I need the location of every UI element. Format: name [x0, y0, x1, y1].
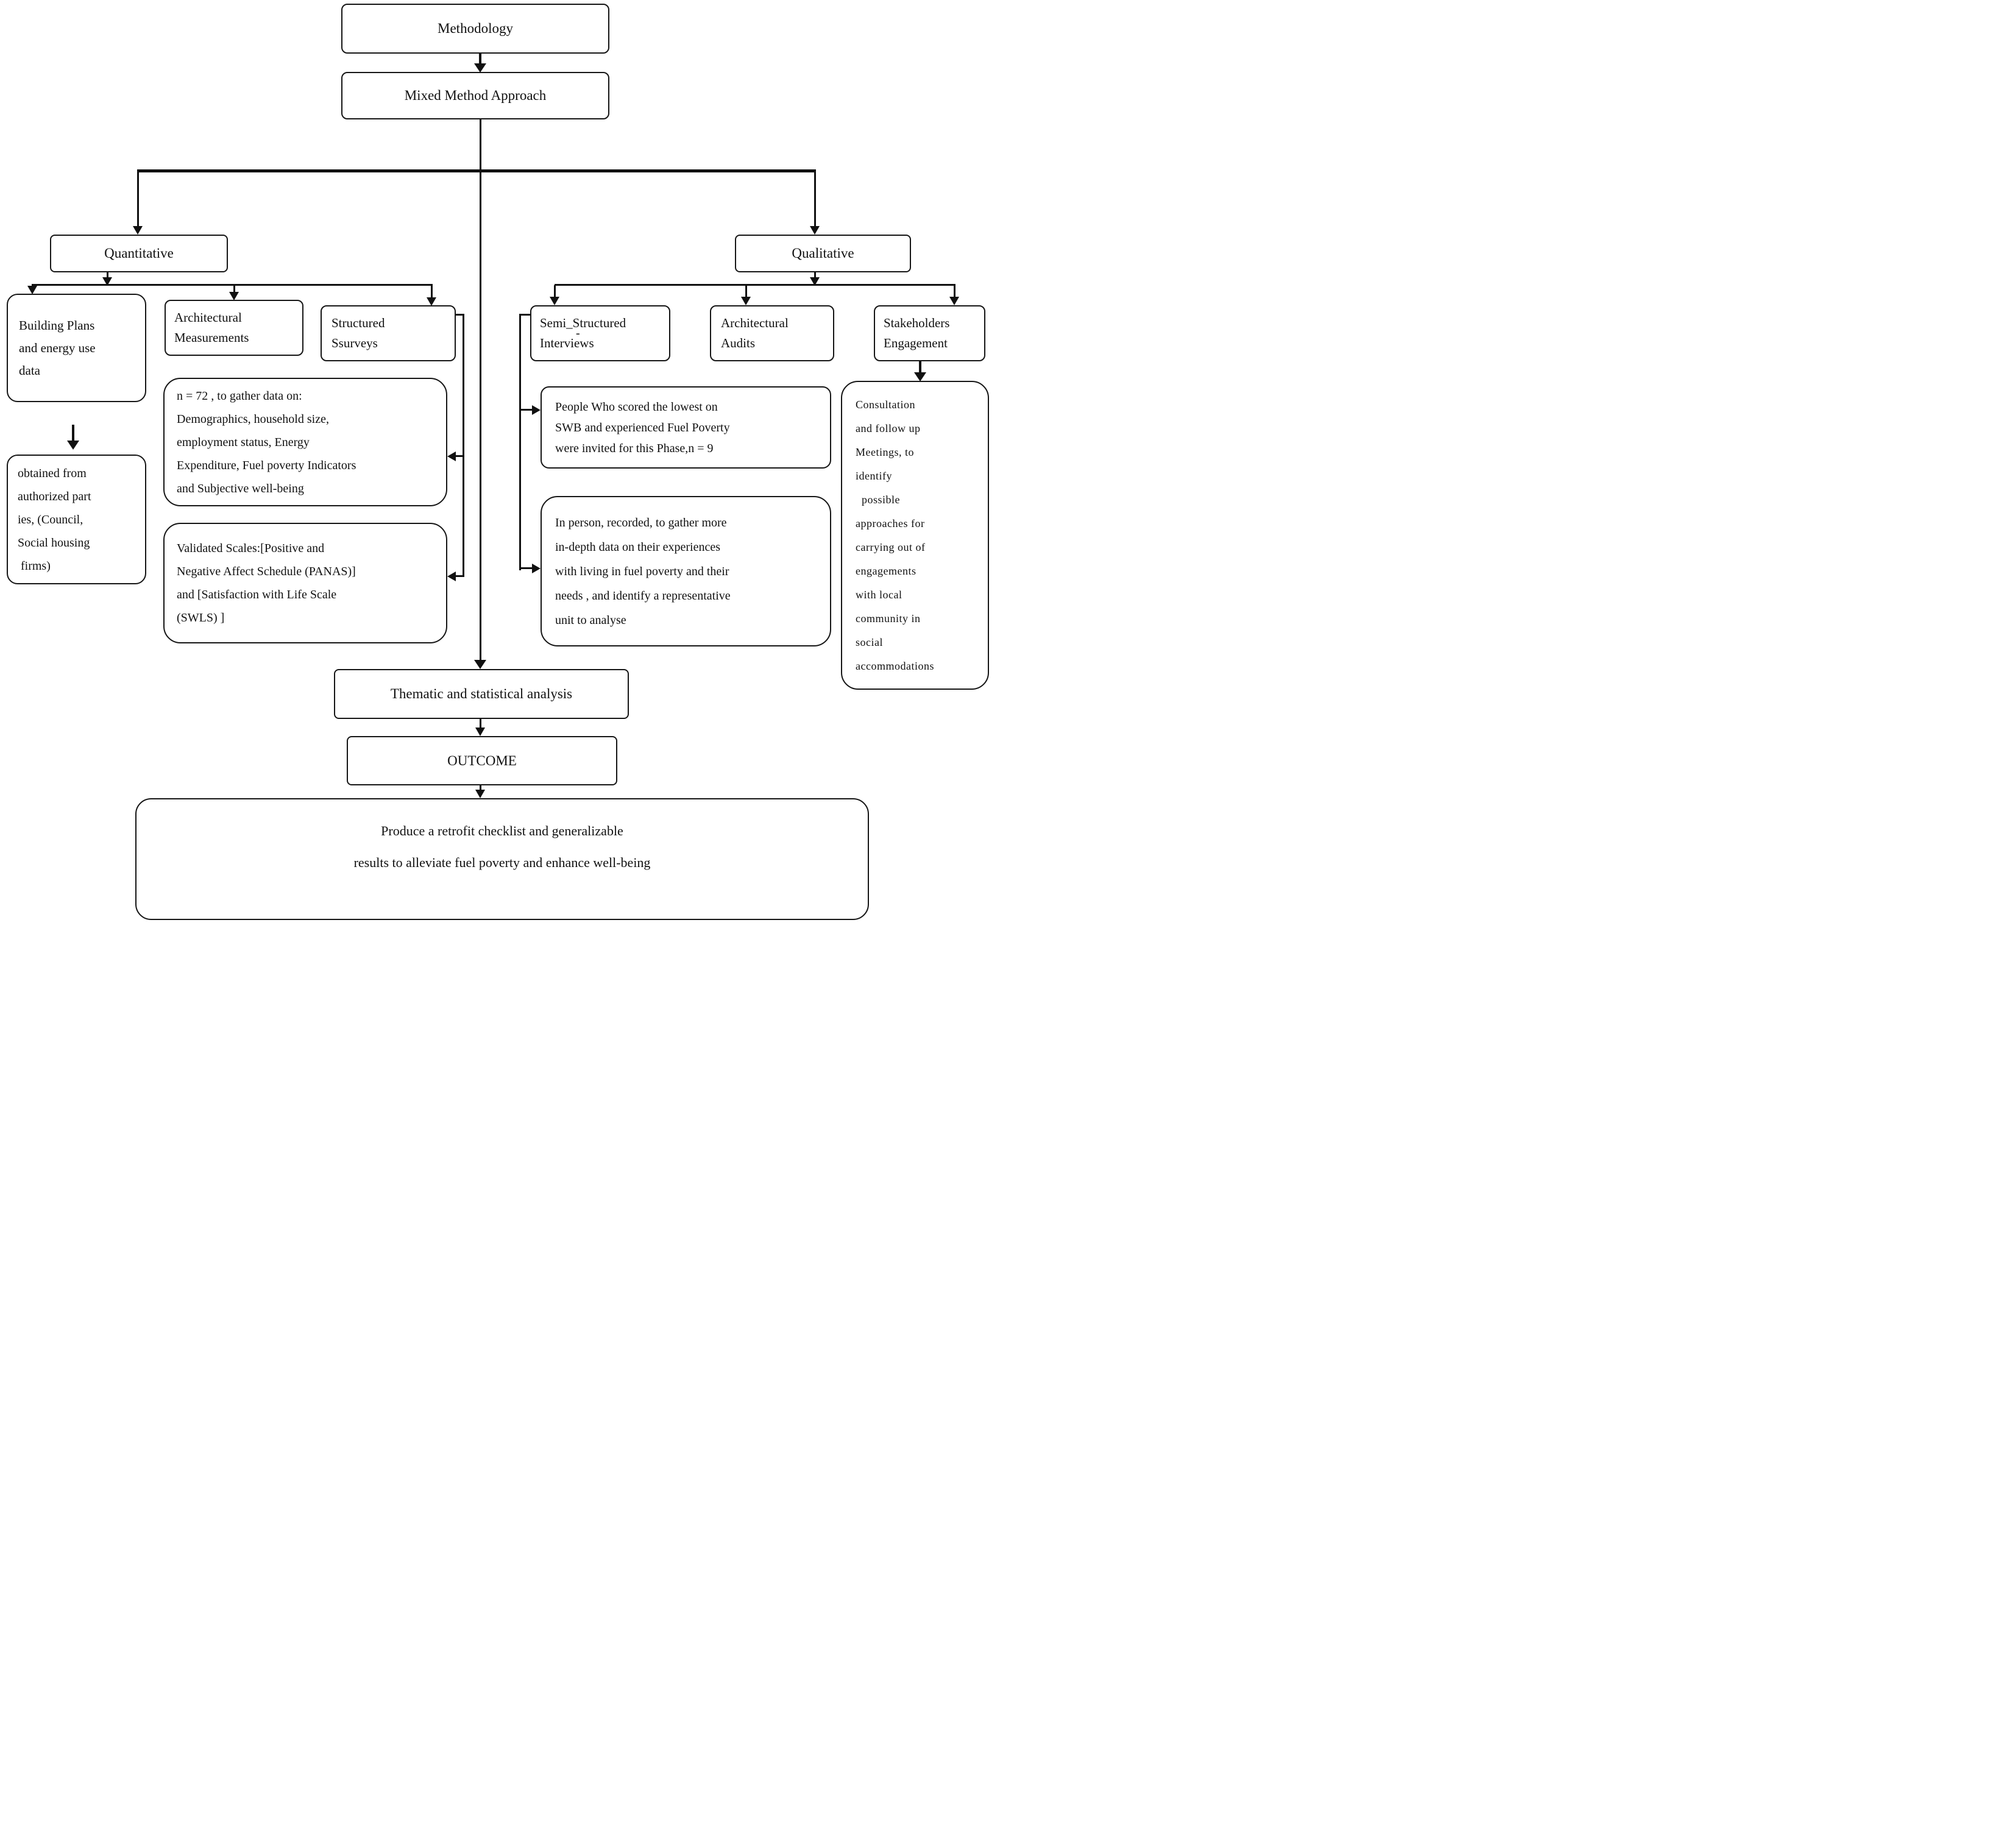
node-building-plans-label: Building Plans and energy use data [19, 317, 96, 378]
connector-surveys-bracket-top-line [456, 314, 464, 316]
node-semi-structured-interviews: Semi_Structured Interviews [530, 305, 670, 361]
node-semi-structured-interviews-label: Semi_Structured Interviews [540, 316, 626, 350]
node-survey-sample-label: n = 72 , to gather data on: Demographics… [177, 389, 356, 495]
connector-methodology-mixed-line [479, 54, 481, 66]
connector-semi-structured-drop-line [554, 285, 556, 297]
connector-surveys-n72-arrowhead-icon [447, 451, 456, 461]
node-mixed-method-approach: Mixed Method Approach [341, 72, 609, 119]
node-thematic-analysis-label: Thematic and statistical analysis [390, 686, 573, 701]
semi-structured-dash: - [576, 327, 580, 340]
methodology-flowchart: Methodology Mixed Method Approach Quanti… [0, 0, 994, 924]
connector-qualitative-down-arrowhead-icon [810, 277, 820, 286]
connector-semi-people-line [519, 409, 533, 411]
connector-branch-left-drop-line [137, 169, 139, 227]
connector-branch-horizontal-line [137, 169, 816, 172]
connector-building-obtained-arrowhead-icon [67, 441, 79, 450]
node-stakeholders-engagement: Stakeholders Engagement [874, 305, 985, 361]
node-architectural-audits-label: Architectural Audits [721, 316, 789, 350]
connector-thematic-outcome-arrowhead-icon [475, 728, 485, 736]
connector-outcome-final-arrowhead-icon [475, 790, 485, 798]
connector-thematic-outcome-line [480, 719, 481, 729]
connector-surveys-validated-line [456, 575, 464, 577]
node-architectural-measurements-label: Architectural Measurements [174, 310, 249, 345]
connector-arch-measurements-arrowhead-icon [229, 292, 239, 300]
node-final-outcome-label: Produce a retrofit checklist and general… [353, 823, 651, 870]
connector-stakeholders-consultation-arrowhead-icon [914, 372, 926, 381]
node-in-person-interviews: In person, recorded, to gather more in-d… [541, 496, 831, 646]
connector-qualitative-children-line [555, 284, 956, 286]
connector-semi-inperson-arrowhead-icon [532, 564, 541, 573]
node-obtained-from: obtained from authorized part ies, (Coun… [7, 455, 146, 584]
node-validated-scales-label: Validated Scales:[Positive and Negative … [177, 542, 356, 625]
node-structured-surveys: Structured Ssurveys [321, 305, 456, 361]
node-in-person-interviews-label: In person, recorded, to gather more in-d… [555, 515, 731, 627]
node-mixed-method-label: Mixed Method Approach [404, 88, 547, 103]
connector-surveys-bracket-vertical-line [463, 314, 464, 577]
connector-semi-inperson-line [519, 567, 533, 569]
connector-branch-right-drop-line [814, 169, 816, 227]
connector-building-obtained-line [72, 425, 74, 442]
node-quantitative-label: Quantitative [104, 246, 174, 261]
node-people-invited: People Who scored the lowest on SWB and … [541, 386, 831, 469]
connector-branch-right-arrowhead-icon [810, 226, 820, 235]
node-consultation-label: Consultation and follow up Meetings, to … [856, 398, 934, 672]
node-methodology: Methodology [341, 4, 609, 54]
node-final-outcome: Produce a retrofit checklist and general… [135, 798, 869, 920]
connector-arch-audits-arrowhead-icon [741, 297, 751, 305]
connector-qualitative-down-line [814, 272, 816, 278]
node-qualitative-label: Qualitative [792, 246, 854, 261]
node-consultation: Consultation and follow up Meetings, to … [841, 381, 989, 690]
connector-quantitative-down-line [107, 272, 108, 278]
connector-methodology-mixed-arrowhead-icon [474, 63, 486, 73]
node-outcome: OUTCOME [347, 736, 617, 785]
node-methodology-label: Methodology [438, 21, 513, 36]
connector-branch-left-arrowhead-icon [133, 226, 143, 235]
connector-stakeholders-arrowhead-icon [949, 297, 959, 305]
node-thematic-analysis: Thematic and statistical analysis [334, 669, 629, 719]
node-obtained-from-label: obtained from authorized part ies, (Coun… [18, 466, 91, 573]
connector-semi-people-arrowhead-icon [532, 405, 541, 415]
connector-building-plans-arrowhead-icon [27, 286, 37, 294]
node-qualitative: Qualitative [735, 235, 911, 272]
connector-surveys-n72-line [456, 455, 464, 457]
connector-quantitative-down-arrowhead-icon [102, 277, 112, 286]
node-stakeholders-engagement-label: Stakeholders Engagement [884, 316, 950, 350]
connector-stakeholders-consultation-line [919, 361, 921, 373]
connector-central-spine-line [480, 119, 481, 660]
connector-central-spine-arrowhead-icon [474, 660, 486, 669]
node-building-plans: Building Plans and energy use data [7, 294, 146, 402]
node-quantitative: Quantitative [50, 235, 228, 272]
connector-arch-measurements-drop-line [233, 285, 235, 292]
node-survey-sample: n = 72 , to gather data on: Demographics… [163, 378, 447, 506]
node-outcome-label: OUTCOME [447, 752, 517, 768]
node-architectural-measurements: Architectural Measurements [165, 300, 303, 356]
node-people-invited-label: People Who scored the lowest on SWB and … [555, 400, 730, 455]
connector-semi-bracket-top-line [519, 314, 530, 316]
connector-structured-surveys-drop-line [431, 285, 433, 298]
connector-stakeholders-drop-line [954, 285, 956, 297]
node-structured-surveys-label: Structured Ssurveys [332, 316, 385, 350]
connector-semi-bracket-vertical-line [519, 314, 521, 570]
connector-surveys-validated-arrowhead-icon [447, 572, 456, 581]
connector-semi-structured-arrowhead-icon [550, 297, 559, 305]
connector-outcome-final-line [480, 785, 481, 791]
connector-structured-surveys-arrowhead-icon [427, 297, 436, 306]
node-validated-scales: Validated Scales:[Positive and Negative … [163, 523, 447, 643]
node-architectural-audits: Architectural Audits [710, 305, 834, 361]
connector-arch-audits-drop-line [745, 285, 747, 297]
connector-quantitative-children-line [32, 284, 433, 286]
